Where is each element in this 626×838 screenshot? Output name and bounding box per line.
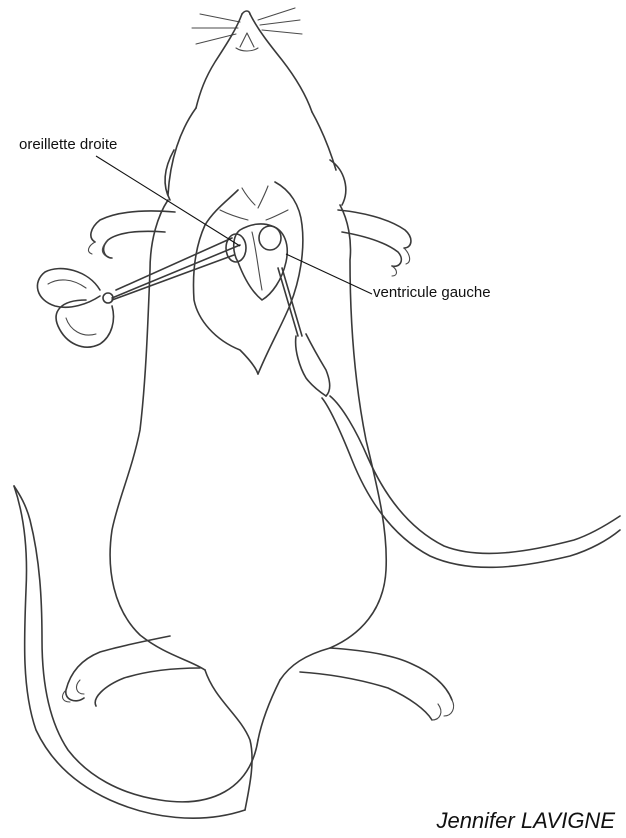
hind-leg-right [300, 648, 454, 720]
label-left-ventricle: ventricule gauche [373, 284, 491, 301]
heart [226, 224, 287, 300]
syringe-icon [278, 268, 620, 567]
scissors-icon [37, 238, 240, 347]
mouse-ears [165, 108, 346, 205]
whiskers [192, 8, 302, 44]
hind-leg-left [63, 636, 200, 706]
chest-opening [193, 182, 302, 374]
left-ventricle-shape [259, 226, 281, 250]
front-leg-left [88, 211, 175, 258]
label-right-atrium: oreillette droite [19, 136, 117, 153]
front-leg-right [338, 210, 411, 276]
leader-lines [96, 156, 372, 294]
mouse-head [196, 11, 312, 112]
tail [14, 486, 258, 818]
leader-line-right-atrium [96, 156, 240, 246]
author-signature: Jennifer LAVIGNE [436, 808, 615, 834]
mouse-body [110, 200, 386, 810]
